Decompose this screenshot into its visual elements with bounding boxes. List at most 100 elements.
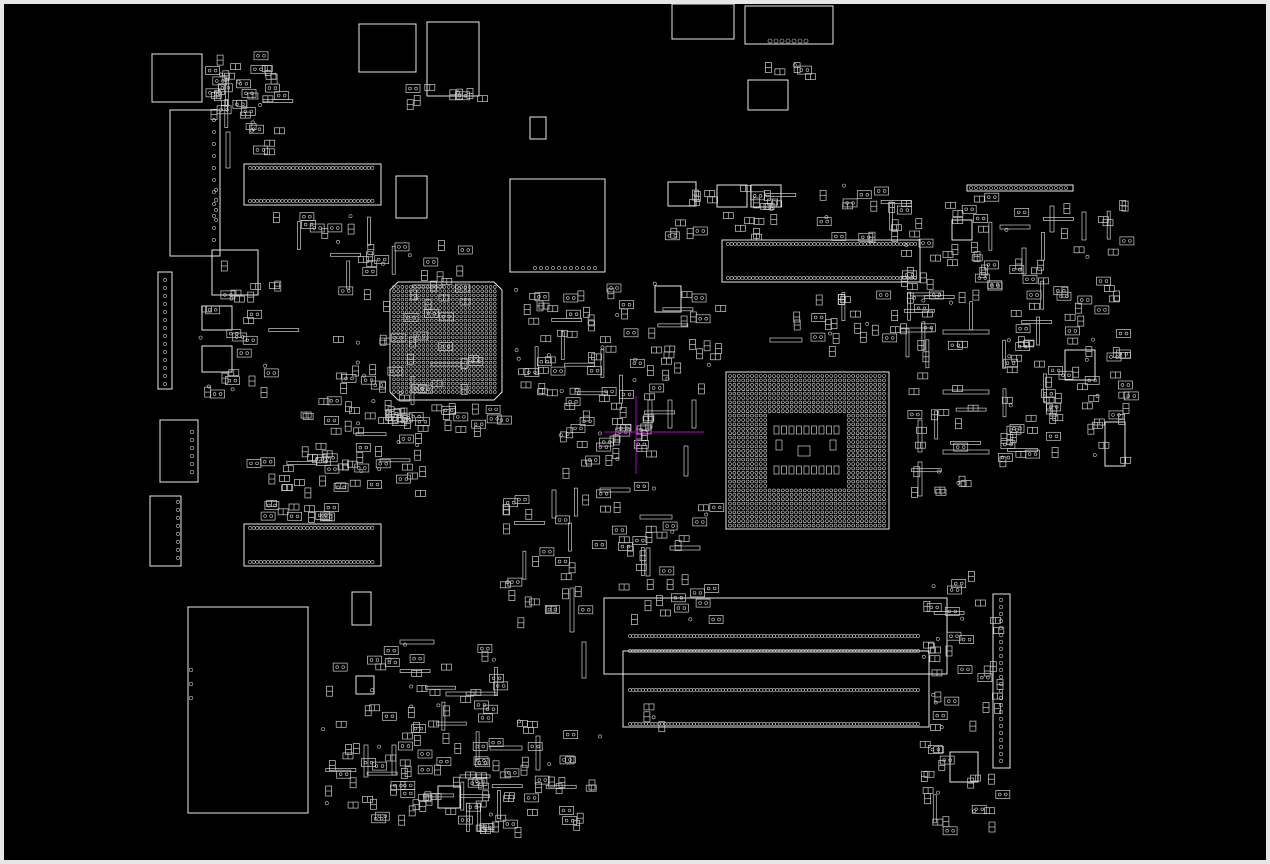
ball bbox=[829, 497, 834, 502]
pad bbox=[335, 665, 339, 669]
memory-slot-b[interactable] bbox=[622, 650, 930, 728]
ic-far-right[interactable] bbox=[1104, 421, 1126, 467]
ic-lower-left[interactable] bbox=[355, 675, 375, 695]
bga-cpu[interactable] bbox=[725, 371, 890, 530]
ball bbox=[459, 373, 463, 377]
ball bbox=[882, 422, 886, 427]
bga-chipset[interactable] bbox=[389, 281, 503, 401]
connector-left-c[interactable] bbox=[159, 419, 199, 483]
ball bbox=[758, 488, 763, 493]
ic-lower-right[interactable] bbox=[949, 751, 979, 783]
connector-left-tall[interactable] bbox=[169, 109, 221, 257]
ic-top-b[interactable] bbox=[426, 21, 480, 97]
pin bbox=[756, 688, 760, 692]
ball bbox=[811, 519, 816, 524]
ic-tiny-top[interactable] bbox=[529, 116, 547, 140]
ball bbox=[811, 400, 816, 405]
resistor-pack bbox=[659, 566, 675, 576]
ic-top-a[interactable] bbox=[358, 23, 417, 73]
connector-horizontal-upper[interactable] bbox=[243, 163, 382, 206]
pad bbox=[486, 646, 490, 651]
ball bbox=[851, 422, 856, 427]
resistor-pack bbox=[265, 83, 280, 93]
pin bbox=[163, 326, 167, 330]
ball bbox=[816, 506, 820, 510]
connector-horizontal-lower[interactable] bbox=[243, 523, 382, 567]
pin bbox=[859, 276, 864, 280]
via bbox=[956, 480, 961, 485]
ic-left-mid[interactable] bbox=[211, 249, 259, 296]
connector-right-vertical[interactable] bbox=[992, 593, 1011, 769]
ball bbox=[758, 475, 763, 480]
ball bbox=[864, 523, 869, 528]
pad bbox=[668, 569, 672, 573]
pad bbox=[463, 286, 467, 290]
ic-center-upper[interactable] bbox=[667, 181, 697, 207]
ic-qfn-right[interactable] bbox=[1064, 349, 1096, 381]
pad bbox=[229, 331, 233, 336]
board-canvas[interactable] bbox=[4, 4, 1266, 860]
ball bbox=[816, 378, 820, 383]
ball bbox=[425, 373, 430, 377]
ball bbox=[476, 310, 480, 314]
pin bbox=[791, 688, 796, 692]
pin bbox=[251, 560, 256, 564]
ball bbox=[873, 488, 878, 493]
ic-upper-left[interactable] bbox=[151, 53, 203, 103]
connector-left-d[interactable] bbox=[149, 495, 182, 567]
ic-left-c[interactable] bbox=[201, 345, 233, 373]
pad bbox=[899, 208, 904, 212]
ball bbox=[488, 377, 493, 382]
ic-top-small[interactable] bbox=[747, 79, 789, 111]
ic-right-a[interactable] bbox=[716, 184, 748, 208]
top-connector-left[interactable] bbox=[671, 4, 735, 40]
pin bbox=[861, 688, 866, 692]
pad bbox=[1049, 392, 1054, 396]
top-connector-right[interactable] bbox=[744, 5, 834, 45]
pin bbox=[772, 242, 777, 246]
connector-left-vertical[interactable] bbox=[157, 271, 173, 390]
ic-dip-upper[interactable] bbox=[395, 175, 428, 219]
ic-qfn-center[interactable] bbox=[654, 285, 682, 313]
resistor-pack bbox=[240, 107, 256, 116]
connector-horizontal-right[interactable] bbox=[721, 239, 921, 283]
strip-part bbox=[1049, 205, 1055, 233]
strip-part bbox=[391, 245, 396, 275]
ball bbox=[811, 396, 816, 400]
strip-part bbox=[522, 550, 527, 580]
battery-area[interactable] bbox=[187, 606, 309, 814]
strip-part bbox=[942, 449, 990, 455]
pad bbox=[239, 351, 243, 355]
resistor-pack bbox=[579, 417, 595, 426]
board-svg[interactable] bbox=[4, 4, 1266, 860]
pin bbox=[746, 688, 751, 692]
resistor-pack bbox=[457, 245, 473, 255]
pin bbox=[884, 242, 889, 246]
pad bbox=[336, 485, 340, 489]
ic-large-square[interactable] bbox=[509, 178, 606, 273]
ball bbox=[463, 306, 468, 310]
ball bbox=[873, 457, 878, 462]
ic-small-lower[interactable] bbox=[351, 591, 372, 626]
pin bbox=[778, 634, 783, 638]
strip-part bbox=[600, 348, 605, 378]
ball bbox=[421, 348, 426, 352]
pad bbox=[223, 293, 227, 297]
ball bbox=[838, 506, 842, 510]
pad bbox=[488, 407, 492, 412]
pin bbox=[772, 276, 777, 280]
ball bbox=[455, 293, 459, 298]
ic-qfn-upper-right[interactable] bbox=[951, 219, 973, 241]
ball bbox=[493, 339, 497, 344]
ball bbox=[772, 382, 776, 387]
ball bbox=[873, 400, 878, 405]
strip-connector-right[interactable] bbox=[966, 184, 1074, 192]
pad bbox=[532, 796, 537, 800]
ball bbox=[741, 400, 746, 405]
pin bbox=[998, 653, 1004, 659]
ball bbox=[776, 488, 781, 493]
ball bbox=[860, 431, 864, 436]
ball bbox=[750, 448, 754, 453]
ball bbox=[396, 365, 400, 369]
ball bbox=[851, 426, 856, 431]
